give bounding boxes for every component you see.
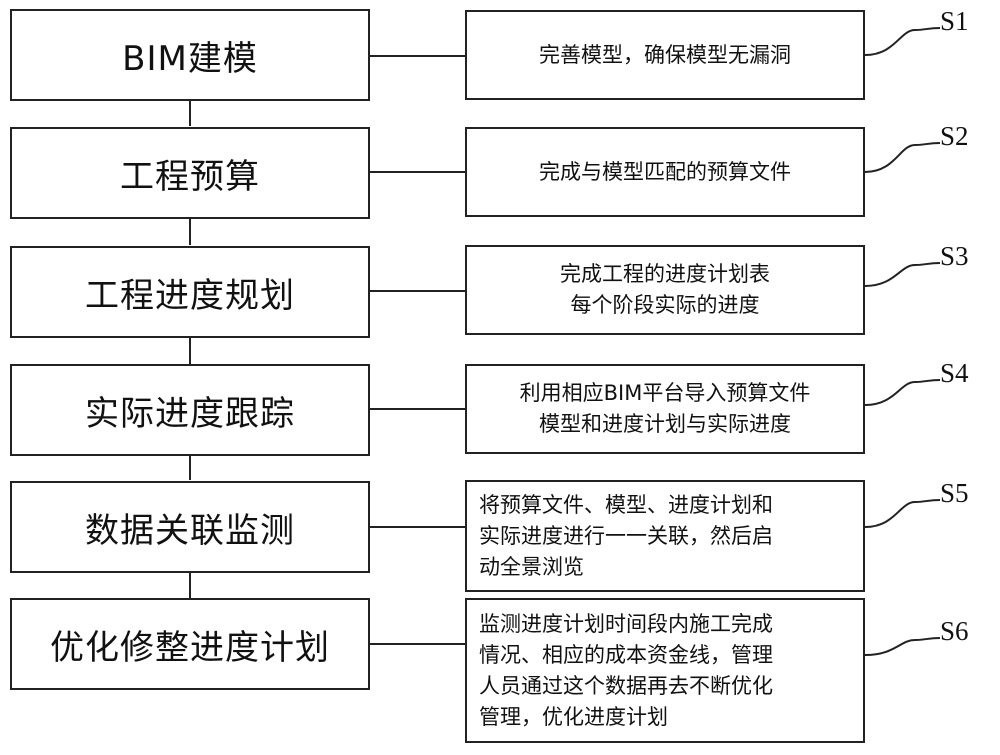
note-box-s1: 完善模型，确保模型无漏洞 (465, 10, 865, 100)
note-line: 每个阶段实际的进度 (570, 293, 760, 317)
step-title-s5: 数据关联监测 (85, 510, 295, 551)
note-text-s6: 监测进度计划时间段内施工完成 情况、相应的成本资金线，管理 人员通过这个数据再去… (467, 609, 863, 733)
step-title-s6: 优化修整进度计划 (50, 627, 330, 668)
step-id-s6: S6 (940, 616, 969, 646)
step-box-s3: 工程进度规划 (10, 246, 370, 338)
note-box-s5: 将预算文件、模型、进度计划和 实际进度进行一一关联，然后启 动全景浏览 (465, 480, 865, 592)
step-title-s2: 工程预算 (120, 156, 260, 197)
step-title-s3: 工程进度规划 (85, 275, 295, 316)
note-line: 完善模型，确保模型无漏洞 (539, 42, 791, 67)
leader-s2 (864, 142, 941, 173)
note-text-s1: 完善模型，确保模型无漏洞 (539, 40, 791, 71)
leader-s1 (864, 27, 941, 56)
note-line: 模型和进度计划与实际进度 (539, 412, 791, 436)
step-id-s2: S2 (940, 121, 969, 151)
step-box-s5: 数据关联监测 (10, 481, 370, 573)
note-line: 动全景浏览 (479, 554, 584, 579)
note-box-s2: 完成与模型匹配的预算文件 (465, 127, 865, 217)
step-box-s6: 优化修整进度计划 (10, 598, 370, 690)
step-id-s4: S4 (940, 358, 969, 388)
note-text-s3: 完成工程的进度计划表 每个阶段实际的进度 (560, 259, 770, 321)
note-line: 情况、相应的成本资金线，管理 (479, 642, 773, 667)
note-box-s3: 完成工程的进度计划表 每个阶段实际的进度 (465, 245, 865, 335)
note-line: 管理，优化进度计划 (479, 704, 668, 729)
leader-s4 (864, 379, 941, 406)
note-line: 人员通过这个数据再去不断优化 (479, 673, 773, 698)
step-title-s4: 实际进度跟踪 (85, 393, 295, 434)
step-id-s1: S1 (940, 6, 969, 36)
leader-s6 (864, 637, 941, 656)
step-box-s4: 实际进度跟踪 (10, 364, 370, 456)
step-id-s5: S5 (940, 478, 969, 508)
step-box-s2: 工程预算 (10, 127, 370, 219)
note-line: 完成工程的进度计划表 (560, 262, 770, 286)
note-line: 监测进度计划时间段内施工完成 (479, 611, 773, 636)
leader-s3 (864, 262, 941, 287)
leader-s5 (864, 499, 941, 528)
note-line: 完成与模型匹配的预算文件 (539, 159, 791, 184)
note-line: 利用相应BIM平台导入预算文件 (519, 381, 811, 405)
step-id-s3: S3 (940, 241, 969, 271)
note-line: 将预算文件、模型、进度计划和 (479, 492, 773, 517)
note-box-s4: 利用相应BIM平台导入预算文件 模型和进度计划与实际进度 (465, 364, 865, 454)
note-text-s4: 利用相应BIM平台导入预算文件 模型和进度计划与实际进度 (520, 378, 811, 440)
step-box-s1: BIM建模 (10, 9, 370, 101)
note-text-s2: 完成与模型匹配的预算文件 (539, 157, 791, 188)
step-title-s1: BIM建模 (122, 38, 258, 79)
note-box-s6: 监测进度计划时间段内施工完成 情况、相应的成本资金线，管理 人员通过这个数据再去… (465, 598, 865, 743)
note-text-s5: 将预算文件、模型、进度计划和 实际进度进行一一关联，然后启 动全景浏览 (467, 490, 863, 583)
note-line: 实际进度进行一一关联，然后启 (479, 523, 773, 548)
